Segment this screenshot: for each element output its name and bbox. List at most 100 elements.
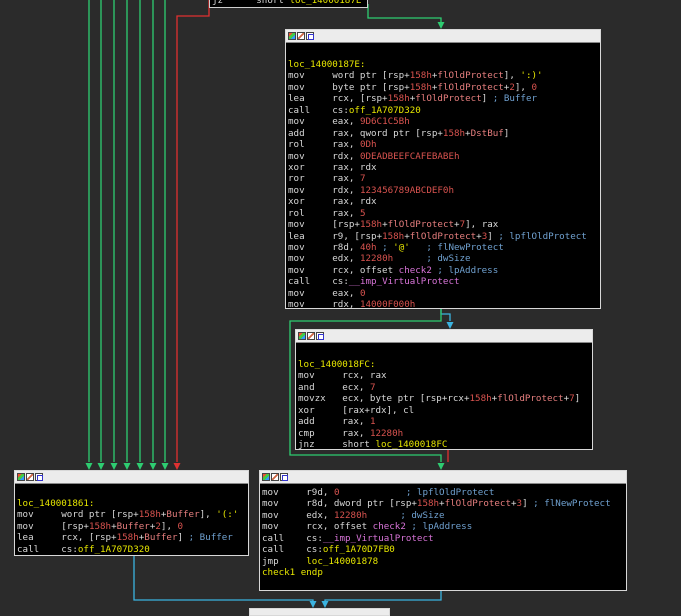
pencil-icon[interactable] [307, 332, 315, 340]
instruction-line[interactable]: mov eax, 9D6C1C5Bh [288, 116, 600, 127]
code-token[interactable]: mov [288, 253, 333, 265]
code-token[interactable]: ecx, byte ptr [rsp+rcx+ [342, 393, 470, 405]
code-token[interactable]: flOldProtect [444, 498, 511, 510]
code-token[interactable]: + [138, 532, 145, 544]
code-token[interactable]: flOldProtect [437, 81, 504, 93]
instruction-line[interactable]: mov rcx, offset check2 ; lpAddress [288, 265, 600, 276]
code-token[interactable]: 158h [138, 509, 161, 521]
code-token[interactable]: mov [288, 184, 333, 196]
code-token[interactable]: 40h [359, 242, 377, 253]
code-token[interactable]: + [476, 230, 482, 242]
code-token[interactable]: word ptr [rsp+ [332, 70, 410, 82]
code-token[interactable]: mov [288, 150, 333, 162]
code-token[interactable]: 0 [177, 520, 184, 532]
code-token[interactable]: rol [288, 139, 333, 151]
code-token[interactable]: ; dwSize [393, 253, 471, 265]
instruction-line[interactable]: jnz short loc_1400018FC [298, 439, 592, 450]
code-token[interactable]: cs: [332, 104, 349, 116]
code-token[interactable]: ':)' [520, 70, 543, 82]
code-token[interactable]: edx, [332, 253, 360, 265]
code-token[interactable]: 7 [359, 173, 366, 185]
code-token[interactable]: rax, qword ptr [rsp+ [332, 127, 443, 139]
code-token[interactable]: rax, [342, 427, 370, 439]
code-token[interactable]: rcx, rax [342, 370, 387, 382]
code-token[interactable]: '(:' [216, 509, 239, 521]
code-token[interactable]: '@' [393, 242, 410, 253]
code-token[interactable]: check1 endp [262, 567, 323, 579]
code-token[interactable]: rax, rdx [332, 196, 377, 208]
code-token[interactable]: rcx, [rsp+ [332, 93, 388, 105]
color-palette-icon[interactable] [298, 332, 306, 340]
code-token[interactable]: mov [288, 299, 333, 309]
code-token[interactable]: jnz [298, 439, 343, 450]
pencil-icon[interactable] [26, 473, 34, 481]
code-token[interactable]: 0 [333, 487, 340, 498]
code-token[interactable]: mov [262, 521, 307, 533]
instruction-line[interactable]: mov edx, 12280h ; dwSize [288, 253, 600, 264]
code-token[interactable]: rax, [342, 416, 370, 428]
code-token[interactable]: mov [288, 219, 333, 231]
code-token[interactable]: mov [288, 116, 333, 128]
graph-icon[interactable] [280, 473, 288, 481]
block-label[interactable]: loc_140001861: [17, 498, 95, 509]
code-token[interactable]: lea [288, 93, 333, 105]
pencil-icon[interactable] [271, 473, 279, 481]
code-token[interactable]: 158h [442, 127, 466, 139]
code-token[interactable]: Buffer [116, 520, 150, 532]
code-token[interactable]: 7 [569, 393, 575, 405]
instruction-line[interactable]: xor rax, rdx [288, 162, 600, 173]
code-token[interactable]: + [510, 498, 517, 510]
code-token[interactable]: 14000F000h [359, 299, 416, 309]
code-token[interactable]: + [491, 393, 498, 405]
code-token[interactable]: ] [481, 93, 493, 105]
code-token[interactable]: ], [514, 81, 532, 93]
code-token[interactable]: call [288, 276, 333, 288]
instruction-line[interactable]: mov edx, 12280h ; dwSize [262, 510, 626, 521]
code-token[interactable]: mov [288, 81, 333, 93]
instruction-line[interactable]: mov byte ptr [rsp+158h+flOldProtect+2], … [288, 82, 600, 93]
code-token[interactable]: short [223, 0, 290, 6]
code-token[interactable]: 158h [382, 230, 405, 242]
code-token[interactable]: 9D6C1C5Bh [359, 116, 410, 128]
code-token[interactable]: flOldProtect [387, 219, 455, 231]
next-block-header[interactable] [249, 608, 390, 616]
code-token[interactable]: check2 [398, 264, 432, 276]
block-loc-140001861[interactable]: loc_140001861: mov word ptr [rsp+158h+Bu… [14, 470, 249, 556]
code-token[interactable]: + [431, 81, 438, 93]
code-token[interactable]: __imp_VirtualProtect [322, 532, 434, 544]
code-token[interactable]: xor [288, 196, 333, 208]
code-token[interactable]: add [288, 127, 333, 139]
code-token[interactable]: 7 [369, 381, 376, 393]
instruction-line[interactable]: lea rcx, [rsp+158h+flOldProtect] ; Buffe… [288, 93, 600, 104]
block-label[interactable]: loc_14000187E: [288, 59, 366, 70]
code-token[interactable]: 12280h [369, 427, 404, 439]
block-header[interactable] [296, 330, 592, 343]
code-token[interactable]: mov [262, 487, 307, 498]
code-token[interactable]: flOldProtect [415, 93, 482, 105]
code-token[interactable]: eax, [332, 287, 360, 299]
code-token[interactable]: [rsp+ [332, 219, 360, 231]
code-token[interactable]: r8d, [332, 242, 360, 253]
code-token[interactable]: lea [288, 230, 333, 242]
code-token[interactable]: + [503, 81, 510, 93]
code-token[interactable]: word ptr [rsp+ [61, 509, 139, 521]
code-token[interactable]: cs: [306, 544, 323, 556]
block-label[interactable]: loc_1400018FC: [298, 359, 376, 370]
code-token[interactable]: 1 [369, 416, 376, 428]
code-token[interactable]: 0 [359, 287, 366, 299]
code-token[interactable]: eax, [332, 116, 360, 128]
code-token[interactable]: check2 [372, 521, 406, 533]
code-token[interactable]: ; lpAddress [405, 521, 473, 533]
code-token[interactable]: mov [262, 509, 307, 521]
code-token[interactable]: cmp [298, 427, 343, 439]
code-token[interactable]: ; lpAddress [431, 264, 499, 276]
code-token[interactable]: + [563, 393, 570, 405]
instruction-line[interactable]: call cs:__imp_VirtualProtect [262, 533, 626, 544]
code-token[interactable]: loc_1400018FC [375, 439, 448, 450]
code-token[interactable]: 158h [409, 81, 432, 93]
code-token[interactable]: 0 [531, 81, 538, 93]
block-header[interactable] [15, 471, 248, 484]
code-token[interactable]: xor [298, 404, 343, 416]
color-palette-icon[interactable] [288, 32, 296, 40]
